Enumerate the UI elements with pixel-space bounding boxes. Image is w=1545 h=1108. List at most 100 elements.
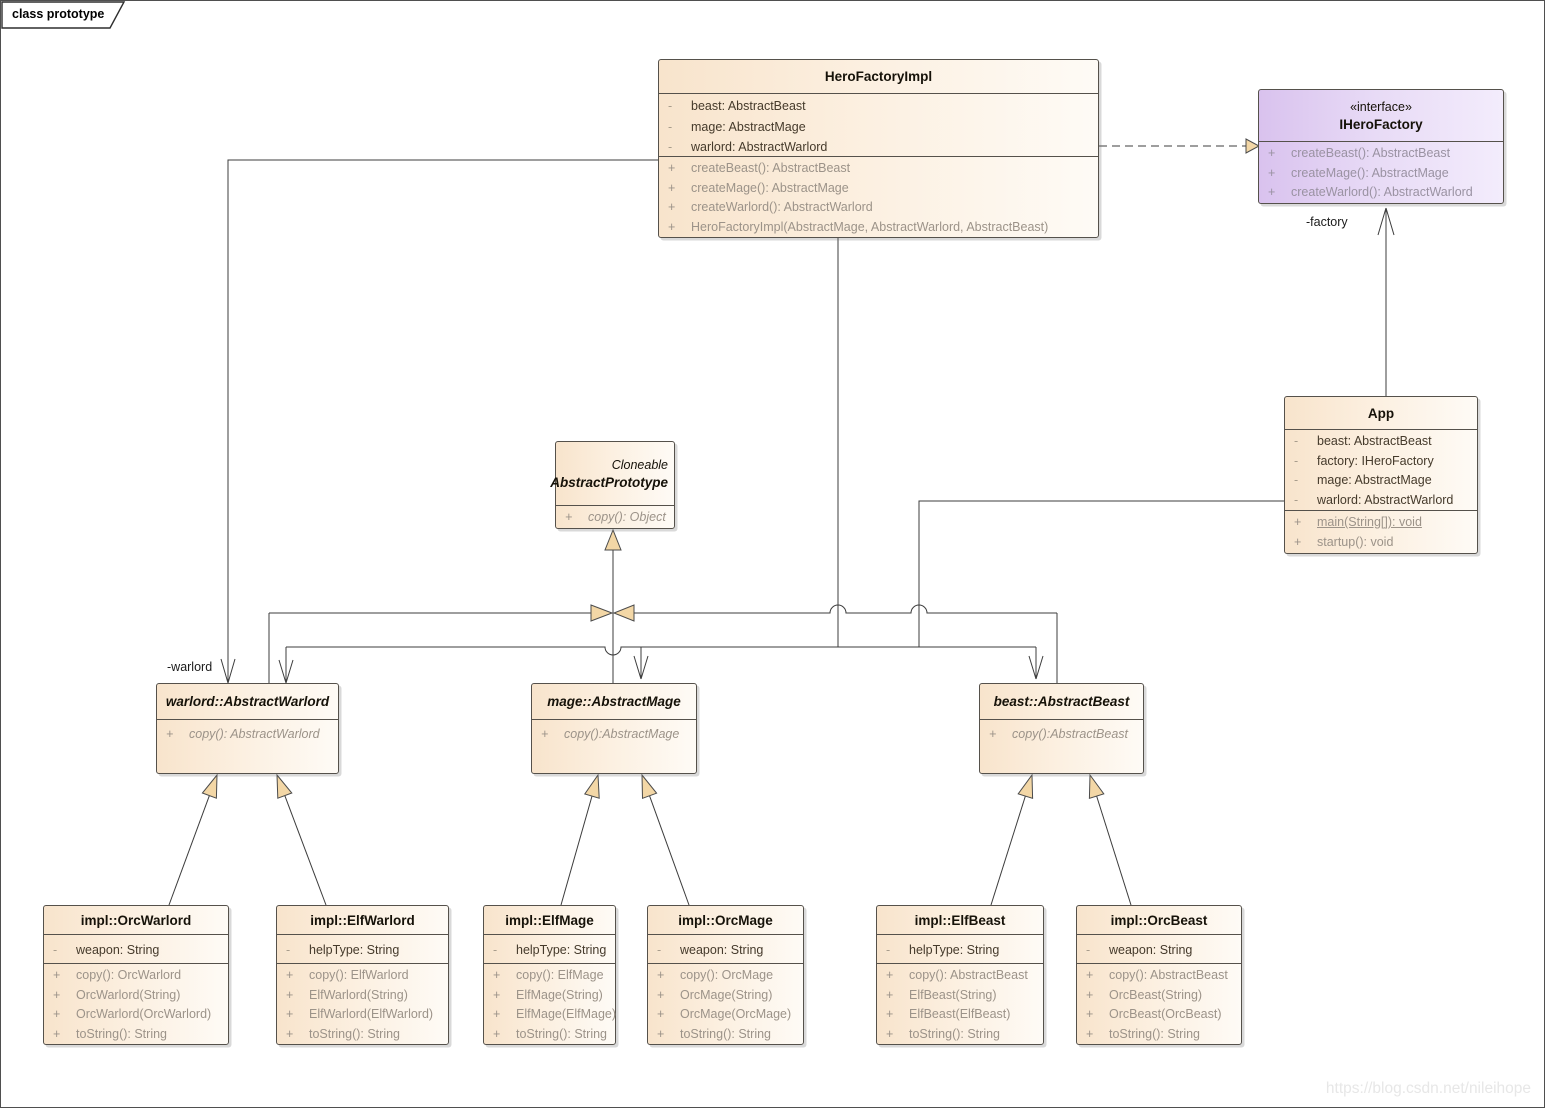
- member-text: createMage(): AbstractMage: [1291, 165, 1449, 180]
- visibility-marker: +: [286, 1026, 294, 1041]
- member-text: copy():AbstractMage: [564, 727, 680, 741]
- frame-tab: [1, 1, 126, 29]
- frame-title: class prototype: [12, 7, 105, 21]
- class-elfbeast[interactable]: impl::ElfBeast -helpType: String +copy()…: [876, 905, 1044, 1045]
- attribute-row: -helpType: String: [277, 937, 448, 964]
- visibility-marker: -: [1294, 453, 1299, 468]
- visibility-marker: +: [166, 727, 174, 741]
- visibility-marker: +: [668, 219, 676, 234]
- attribute-row: -weapon: String: [1077, 937, 1241, 964]
- methods-section: +copy(): AbstractBeast+OrcBeast(String)+…: [1077, 964, 1241, 1044]
- class-name: impl::OrcMage: [648, 906, 803, 935]
- attribute-row: -weapon: String: [44, 937, 228, 964]
- method-row: +toString(): String: [1077, 1025, 1241, 1045]
- warlord-association-connector: [220, 159, 658, 684]
- method-row: +copy(): OrcMage: [648, 966, 803, 986]
- class-abstractmage[interactable]: mage::AbstractMage +copy():AbstractMage: [531, 683, 697, 774]
- method-row: +startup(): void: [1285, 533, 1477, 553]
- visibility-marker: +: [886, 1026, 894, 1041]
- member-text: beast: AbstractBeast: [691, 99, 806, 113]
- class-orcwarlord[interactable]: impl::OrcWarlord -weapon: String +copy()…: [43, 905, 229, 1045]
- class-orcbeast[interactable]: impl::OrcBeast -weapon: String +copy(): …: [1076, 905, 1242, 1045]
- method-row: + HeroFactoryImpl(AbstractMage, AbstractW…: [659, 218, 1098, 238]
- member-text: mage: AbstractMage: [1317, 473, 1432, 487]
- tagline-label: Cloneable: [611, 457, 668, 472]
- generalization-triangle-icon: [1088, 773, 1105, 799]
- method-row: +toString(): String: [484, 1025, 615, 1045]
- member-text: copy(): AbstractBeast: [909, 968, 1028, 982]
- method-row: + OrcMage(String): [648, 986, 803, 1006]
- method-row: + copy(): AbstractWarlord: [157, 722, 338, 747]
- visibility-marker: +: [668, 161, 676, 175]
- class-abstractbeast[interactable]: beast::AbstractBeast +copy():AbstractBea…: [979, 683, 1144, 774]
- watermark: https://blog.csdn.net/nileihope: [1325, 1080, 1531, 1097]
- visibility-marker: +: [541, 727, 549, 741]
- member-text: ElfMage(ElfMage): [516, 1007, 617, 1021]
- member-text: copy(): AbstractBeast: [1109, 968, 1228, 982]
- member-text: toString(): String: [309, 1026, 401, 1041]
- method-row: + toString(): String: [277, 1025, 448, 1045]
- method-row: + copy():AbstractBeast: [980, 722, 1143, 747]
- member-text: toString(): String: [909, 1026, 1001, 1041]
- member-text: helpType: String: [516, 943, 607, 957]
- class-app[interactable]: App -beast: AbstractBeast-factory: IHero…: [1284, 396, 1478, 554]
- visibility-marker: +: [657, 987, 665, 1002]
- methods-section: + copy(): AbstractWarlord: [157, 720, 338, 773]
- visibility-marker: +: [493, 1007, 501, 1021]
- member-text: mage: AbstractMage: [691, 119, 806, 134]
- method-row: +OrcWarlord(OrcWarlord): [44, 1005, 228, 1025]
- member-text: ElfBeast(ElfBeast): [909, 1007, 1011, 1021]
- methods-section: +copy(): ElfWarlord+ElfWarlord(String)+E…: [277, 964, 448, 1044]
- stereotype-label: «interface»: [1350, 99, 1412, 114]
- member-text: helpType: String: [309, 943, 400, 957]
- method-row: +createMage(): AbstractMage: [659, 179, 1098, 199]
- member-text: warlord: AbstractWarlord: [691, 140, 828, 154]
- method-row: +createBeast(): AbstractBeast: [659, 159, 1098, 179]
- class-abstractwarlord[interactable]: warlord::AbstractWarlord +copy(): Abstra…: [156, 683, 339, 774]
- class-abstractprototype[interactable]: Cloneable AbstractPrototype +copy(): Obj…: [550, 441, 675, 529]
- class-herofactoryimpl[interactable]: HeroFactoryImpl -beast: AbstractBeast-ma…: [658, 59, 1099, 238]
- member-text: toString(): String: [76, 1026, 168, 1041]
- interface-iherofactory[interactable]: «interface» IHeroFactory +createBeast():…: [1258, 89, 1504, 204]
- class-orcmage[interactable]: impl::OrcMage -weapon: String +copy(): O…: [647, 905, 804, 1045]
- member-text: ElfWarlord(ElfWarlord): [309, 1007, 434, 1021]
- member-text: factory: IHeroFactory: [1317, 453, 1434, 468]
- method-row: +toString(): String: [44, 1025, 228, 1045]
- class-elfwarlord[interactable]: impl::ElfWarlord -helpType: String +copy…: [276, 905, 449, 1045]
- class-name: IHeroFactory: [1339, 116, 1423, 132]
- method-row: + toString(): String: [877, 1025, 1043, 1045]
- method-row: +ElfWarlord(String): [277, 986, 448, 1006]
- methods-section: + copy():AbstractMage: [532, 720, 696, 773]
- attributes-section: -helpType: String: [877, 935, 1043, 964]
- method-row: +main(String[]): void: [1285, 513, 1477, 533]
- realization-connector: [1099, 138, 1261, 154]
- attribute-row: - factory: IHeroFactory: [1285, 452, 1477, 472]
- methods-section: +copy(): AbstractBeast+ElfBeast(String)+…: [877, 964, 1043, 1044]
- member-text: copy(): AbstractWarlord: [189, 727, 320, 741]
- method-row: +createWarlord(): AbstractWarlord: [1259, 183, 1503, 203]
- member-text: weapon: String: [1109, 943, 1193, 957]
- member-text: OrcMage(String): [680, 987, 773, 1002]
- member-text: copy():AbstractBeast: [1012, 727, 1129, 741]
- generalization-triangle-icon: [604, 528, 622, 551]
- class-elfmage[interactable]: impl::ElfMage -helpType: String +copy():…: [483, 905, 616, 1045]
- methods-section: +main(String[]): void+startup(): void: [1285, 511, 1477, 553]
- methods-section: +copy(): OrcMage+ OrcMage(String)+ OrcMage…: [648, 964, 803, 1044]
- member-text: ElfMage(String): [516, 987, 603, 1002]
- member-text: copy(): ElfMage: [516, 968, 604, 982]
- member-text: OrcWarlord(String): [76, 987, 181, 1002]
- class-name: impl::ElfMage: [484, 906, 615, 935]
- methods-section: +copy(): Object: [556, 506, 674, 528]
- attributes-section: -beast: AbstractBeast-mage: AbstractMage…: [659, 94, 1098, 157]
- visibility-marker: +: [1294, 534, 1302, 549]
- association-trunk-connector: [278, 238, 1284, 684]
- warlord-role-label: -warlord: [167, 660, 213, 674]
- attribute-row: -beast: AbstractBeast: [659, 96, 1098, 117]
- visibility-marker: +: [1268, 146, 1276, 160]
- visibility-marker: +: [1086, 1007, 1094, 1021]
- visibility-marker: +: [1086, 987, 1094, 1002]
- visibility-marker: +: [989, 727, 997, 741]
- member-text: HeroFactoryImpl(AbstractMage, AbstractWa…: [691, 219, 1049, 234]
- attribute-row: -warlord: AbstractWarlord: [659, 137, 1098, 158]
- method-row: +createWarlord(): AbstractWarlord: [659, 198, 1098, 218]
